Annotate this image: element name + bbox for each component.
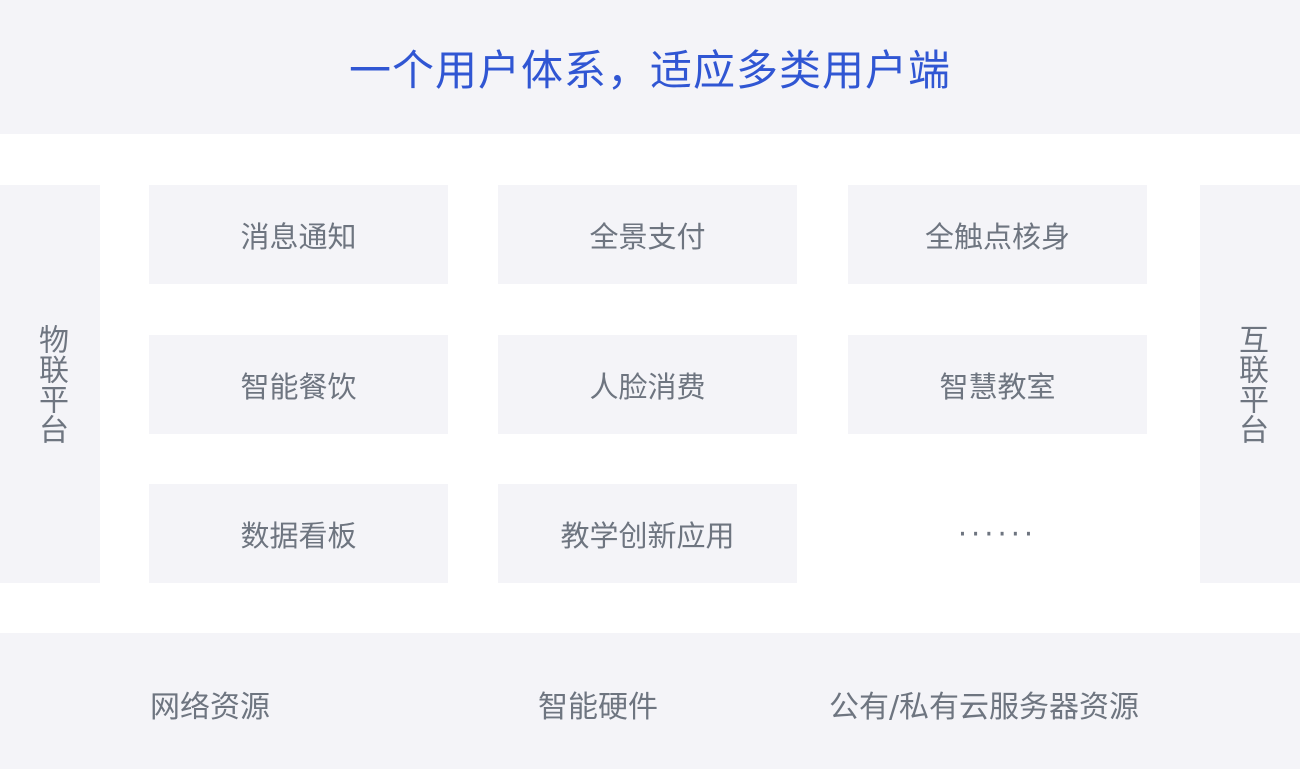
module-cell: 智慧教室	[848, 335, 1147, 434]
module-cell: 全触点核身	[848, 185, 1147, 284]
right-panel-label: 互联平台	[1233, 324, 1268, 444]
module-cell: 教学创新应用	[498, 484, 797, 583]
module-cell: 全景支付	[498, 185, 797, 284]
header: 一个用户体系，适应多类用户端	[0, 0, 1300, 134]
footer-item-network: 网络资源	[150, 690, 270, 725]
footer-item-hardware: 智能硬件	[538, 690, 658, 725]
footer-item-cloud: 公有/私有云服务器资源	[828, 690, 1140, 725]
module-cell: 人脸消费	[498, 335, 797, 434]
footer-resources	[0, 633, 1300, 769]
module-cell: 数据看板	[149, 484, 448, 583]
left-panel-iot-platform: 物联平台	[0, 185, 100, 583]
module-cell: 消息通知	[149, 185, 448, 284]
right-panel-internet-platform: 互联平台	[1200, 185, 1300, 583]
page-title: 一个用户体系，适应多类用户端	[348, 45, 951, 95]
more-ellipsis: ······	[957, 516, 1038, 551]
module-cell: 智能餐饮	[149, 335, 448, 434]
left-panel-label: 物联平台	[33, 324, 68, 444]
